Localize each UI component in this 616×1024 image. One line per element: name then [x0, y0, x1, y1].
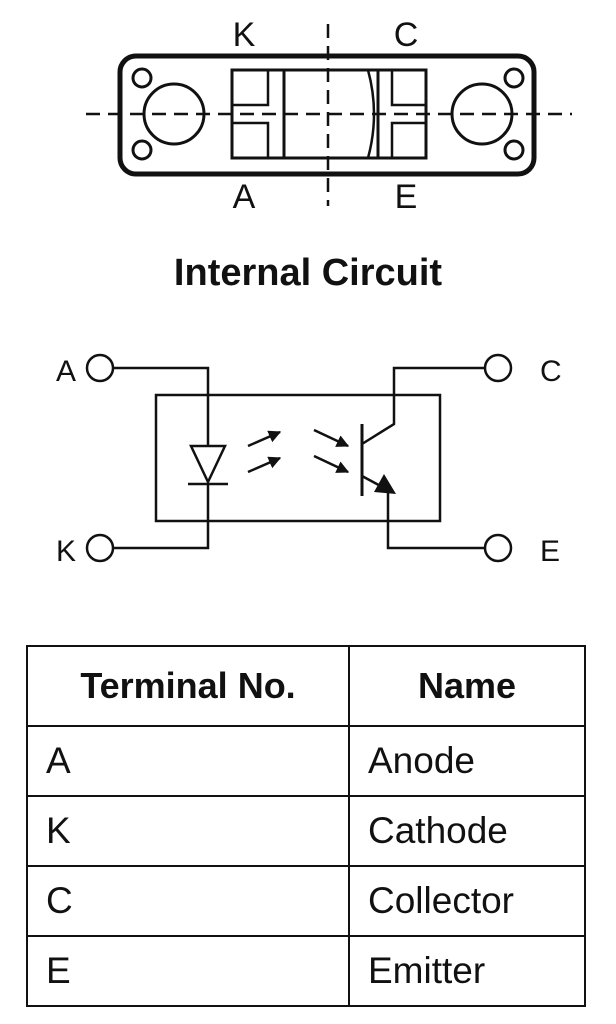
reception-arrow-icon [313, 428, 350, 448]
circuit-label-a: A [56, 355, 76, 388]
cell-name: Cathode [348, 795, 586, 867]
header-terminal-no: Terminal No. [26, 645, 350, 727]
circuit-label-c: C [540, 355, 562, 388]
internal-circuit-schematic: A K C E [56, 353, 562, 568]
wire-anode [113, 366, 210, 440]
table-row: A Anode [26, 725, 586, 797]
table-row: K Cathode [26, 795, 586, 867]
terminal-e [483, 533, 513, 563]
emitter-arrow-icon [374, 474, 396, 494]
package-label-e: E [395, 178, 418, 216]
terminal-table: Terminal No. Name A Anode K Cathode C Co… [26, 645, 586, 1007]
emission-arrow-icon [247, 430, 282, 448]
wire-cathode [113, 484, 210, 550]
cell-name: Emitter [348, 935, 586, 1007]
wire-collector [361, 366, 485, 446]
table-header-row: Terminal No. Name [26, 645, 586, 727]
wire-emitter [361, 474, 485, 550]
circuit-label-e: E [540, 535, 560, 568]
cell-terminal: C [26, 865, 350, 937]
package-centerlines [86, 24, 572, 206]
package-label-c: C [394, 16, 419, 54]
circuit-title: Internal Circuit [173, 252, 443, 294]
terminal-k [85, 533, 115, 563]
package-box [154, 393, 442, 523]
emission-arrow-icon [247, 456, 282, 474]
package-label-k: K [233, 16, 256, 54]
terminal-a [85, 353, 115, 383]
cell-terminal: K [26, 795, 350, 867]
package-outline-drawing: K C A E [86, 16, 572, 216]
led-diode-icon [189, 444, 227, 485]
header-name: Name [348, 645, 586, 727]
cell-terminal: E [26, 935, 350, 1007]
cell-name: Anode [348, 725, 586, 797]
table-row: E Emitter [26, 935, 586, 1007]
reception-arrow-icon [313, 454, 350, 474]
terminal-c [483, 353, 513, 383]
table-row: C Collector [26, 865, 586, 937]
circuit-label-k: K [56, 535, 76, 568]
cell-terminal: A [26, 725, 350, 797]
cell-name: Collector [348, 865, 586, 937]
package-label-a: A [233, 178, 256, 216]
